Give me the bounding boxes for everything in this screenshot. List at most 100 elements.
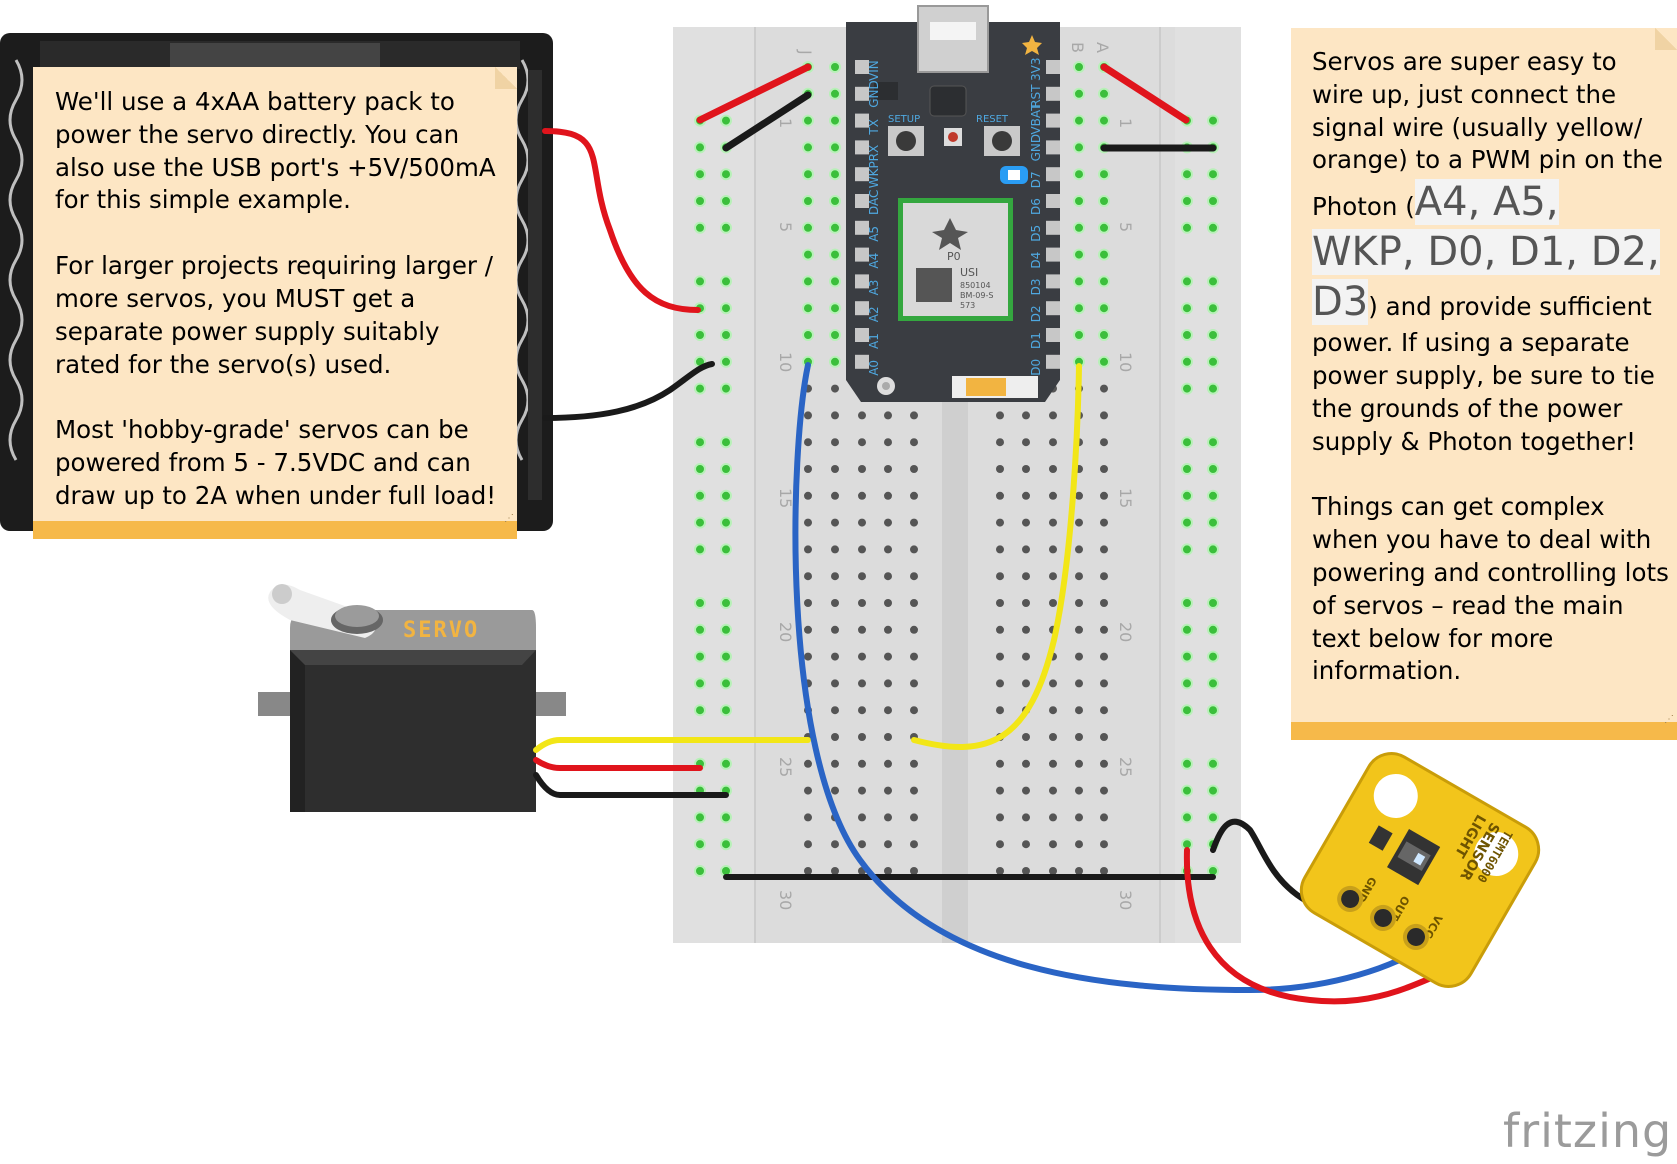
breadboard-hole	[694, 141, 706, 154]
header-pin	[855, 220, 869, 235]
note-band	[33, 521, 517, 539]
breadboard-hole	[804, 840, 812, 849]
breadboard-hole	[1100, 706, 1108, 715]
breadboard-hole	[1022, 599, 1030, 607]
bb-row-1-right: 1	[1116, 118, 1135, 128]
photon-pin-label-right: D6	[1029, 198, 1043, 215]
breadboard-hole	[804, 867, 812, 875]
breadboard-hole	[720, 677, 732, 690]
header-pin	[855, 113, 869, 128]
breadboard-hole	[694, 436, 706, 449]
breadboard-hole	[1022, 438, 1030, 447]
bb-row-15-right: 15	[1116, 488, 1135, 508]
breadboard-hole	[1207, 355, 1219, 368]
breadboard-hole	[694, 838, 706, 851]
breadboard-hole	[720, 704, 732, 717]
breadboard-hole	[1207, 757, 1219, 770]
breadboard-hole	[1075, 572, 1083, 581]
breadboard-hole	[1075, 813, 1083, 822]
breadboard-hole	[1022, 733, 1030, 741]
breadboard-hole	[996, 759, 1004, 768]
breadboard-hole	[884, 786, 892, 795]
breadboard-hole	[1075, 733, 1083, 741]
breadboard-hole	[1100, 867, 1108, 875]
breadboard-hole	[694, 195, 706, 207]
photon-pin-label-left: DAC	[867, 190, 881, 215]
breadboard-hole	[1181, 650, 1193, 663]
breadboard-hole	[1181, 704, 1193, 717]
rail-black-wire-left	[722, 91, 812, 152]
breadboard-hole	[884, 545, 892, 554]
bb-col-label-a: A	[1093, 42, 1112, 53]
breadboard-hole	[1207, 677, 1219, 690]
servo-note-para-1: Servos are super easy to wire up, just c…	[1312, 46, 1671, 458]
breadboard-hole	[831, 438, 839, 447]
breadboard-hole	[720, 489, 732, 502]
breadboard-hole	[910, 438, 918, 447]
breadboard-hole	[720, 275, 732, 288]
bb-row-20-right: 20	[1116, 622, 1135, 642]
header-pin	[855, 194, 869, 208]
breadboard-hole	[720, 597, 732, 609]
module-name: P0	[947, 250, 961, 263]
battery-note-para-3: Most 'hobby-grade' servos can be powered…	[55, 415, 497, 510]
breadboard-hole	[1049, 465, 1057, 473]
breadboard-hole	[1207, 704, 1219, 717]
breadboard-hole	[1100, 465, 1108, 473]
breadboard-hole	[1098, 195, 1110, 207]
breadboard-hole	[720, 516, 732, 529]
photon-pin-label-left: A3	[867, 280, 881, 296]
breadboard-hole	[1207, 516, 1219, 529]
header-pin	[855, 328, 869, 342]
breadboard-hole	[720, 114, 732, 127]
breadboard-hole	[694, 329, 706, 341]
photon-pin-label-left: TX	[867, 119, 881, 136]
photon-pin-label-left: A0	[867, 360, 881, 376]
breadboard-hole	[1075, 840, 1083, 849]
breadboard-hole	[858, 759, 866, 768]
breadboard-hole	[1207, 784, 1219, 797]
breadboard-hole	[1049, 733, 1057, 741]
breadboard-hole	[694, 463, 706, 475]
note-fold	[1655, 28, 1677, 50]
breadboard-hole	[829, 355, 841, 368]
breadboard-hole	[831, 545, 839, 554]
breadboard-hole	[1049, 679, 1057, 688]
servo-motor: SERVO	[258, 584, 566, 812]
breadboard-hole	[910, 652, 918, 661]
photon-pin-label-right: VBAT	[1029, 103, 1043, 135]
breadboard-hole	[831, 759, 839, 768]
rail-red-wire-left	[696, 63, 812, 124]
sensor-red-wire	[1183, 847, 1455, 1005]
battery-black-wire	[542, 361, 715, 421]
breadboard-hole	[996, 518, 1004, 527]
breadboard-hole	[1207, 650, 1219, 663]
breadboard-hole	[1022, 813, 1030, 822]
breadboard-hole	[858, 625, 866, 634]
breadboard-hole	[884, 411, 892, 420]
servo-note-outro: ) and provide sufficient power. If using…	[1312, 292, 1655, 456]
breadboard-hole	[694, 650, 706, 663]
breadboard-hole	[1075, 491, 1083, 500]
fritzing-logo: fritzing	[1503, 1104, 1673, 1158]
note-fold	[495, 67, 517, 89]
breadboard-hole	[858, 813, 866, 822]
breadboard-hole	[1022, 867, 1030, 875]
breadboard-hole	[829, 195, 841, 207]
breadboard-hole	[694, 623, 706, 636]
breadboard-hole	[1022, 572, 1030, 581]
breadboard-hole	[1207, 114, 1219, 127]
breadboard-hole	[1100, 384, 1108, 393]
breadboard-hole	[858, 411, 866, 420]
breadboard-hole	[1022, 491, 1030, 500]
breadboard-hole	[831, 411, 839, 420]
breadboard-hole	[1049, 759, 1057, 768]
breadboard-hole	[1022, 411, 1030, 420]
breadboard-hole	[1207, 543, 1219, 556]
breadboard-hole	[1075, 652, 1083, 661]
breadboard-hole	[1100, 545, 1108, 554]
p0-module: P0 USI 850104 BM-09-S 573	[898, 198, 1013, 321]
photon-pin-label-left: WKP	[867, 161, 881, 188]
breadboard-hole	[1049, 813, 1057, 822]
servo-label: SERVO	[403, 618, 479, 643]
